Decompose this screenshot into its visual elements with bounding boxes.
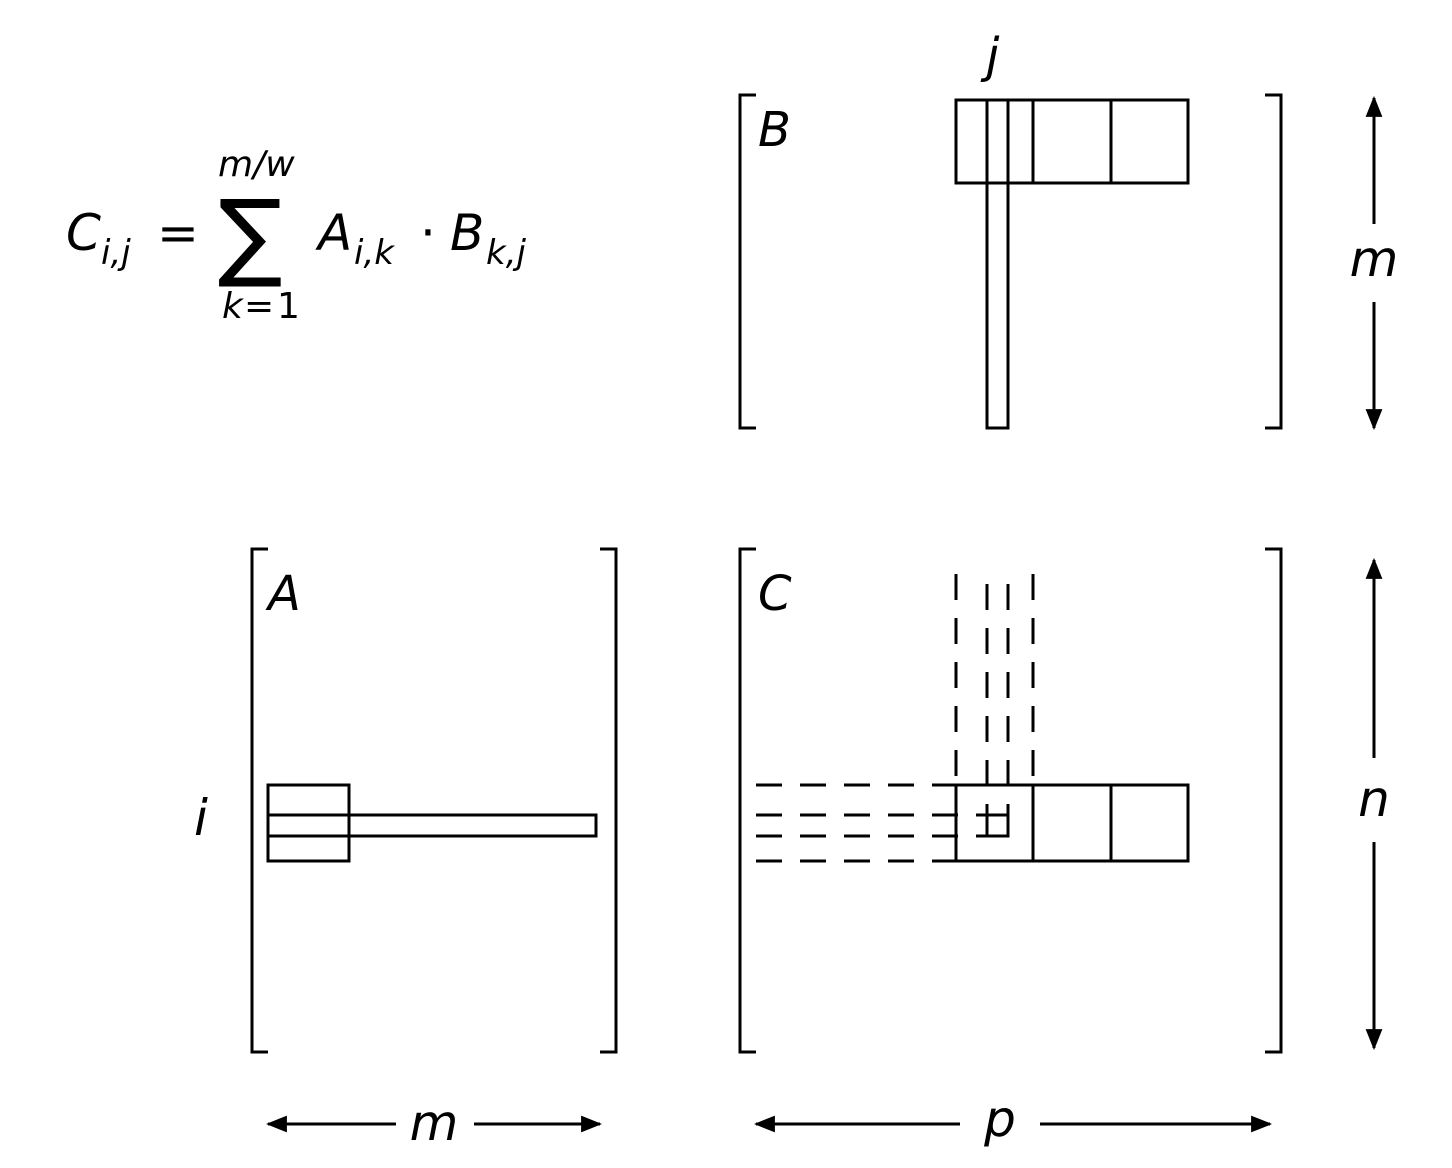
- dimension-b-height-label: m: [1350, 230, 1399, 288]
- formula-term-a-symbol: A: [315, 204, 352, 262]
- dimension-c-height-label: n: [1358, 770, 1390, 828]
- matrix-c-left-bracket: [738, 547, 756, 1054]
- formula-dot: ·: [420, 204, 436, 262]
- formula-lower-index: k: [222, 286, 245, 327]
- dimension-c-height: n: [1358, 557, 1390, 1051]
- formula-lower-equals: =: [244, 286, 274, 327]
- row-index-label: i: [194, 789, 208, 847]
- formula: C i,j = ∑ m/w k = 1 A i,k · B k,j: [66, 144, 526, 327]
- matrix-a: A: [250, 547, 618, 1054]
- column-index-label: j: [980, 28, 1000, 84]
- matrix-c-right-bracket: [1265, 547, 1283, 1054]
- matrix-b-column-strip: [985, 98, 1010, 430]
- matrix-b: B j: [738, 28, 1283, 430]
- matrix-b-right-bracket: [1265, 93, 1283, 430]
- formula-upper-limit: m/w: [218, 144, 295, 185]
- formula-term-b-symbol: B: [450, 204, 484, 262]
- matrix-a-row-strip: [266, 813, 598, 838]
- matrix-c: C: [738, 547, 1283, 1054]
- formula-term-b-subscript: k,j: [486, 233, 526, 273]
- matrix-a-label: A: [265, 566, 301, 622]
- matrix-a-left-bracket: [250, 547, 268, 1054]
- dimension-c-width: p: [753, 1090, 1273, 1148]
- dimension-a-width: m: [265, 1094, 603, 1152]
- matrix-a-right-bracket: [600, 547, 618, 1054]
- matrix-a-tile: [266, 783, 351, 863]
- formula-sum-symbol: ∑: [218, 179, 283, 291]
- matrix-c-label: C: [758, 566, 792, 622]
- dimension-b-height: m: [1350, 95, 1399, 431]
- formula-lhs-subscript: i,j: [101, 233, 131, 273]
- matrix-b-left-bracket: [738, 93, 756, 430]
- dimension-c-width-label: p: [983, 1090, 1016, 1148]
- formula-term-a-subscript: i,k: [354, 233, 395, 273]
- matrix-c-output-element: [985, 813, 1010, 838]
- dimension-a-width-label: m: [410, 1094, 459, 1152]
- formula-lhs-symbol: C: [66, 204, 101, 262]
- formula-equals: =: [157, 204, 199, 262]
- formula-lower-start: 1: [277, 286, 300, 327]
- matrix-b-label: B: [758, 102, 791, 158]
- matrix-b-tile-row: [954, 98, 1190, 185]
- matrix-c-tile-row: [954, 783, 1190, 863]
